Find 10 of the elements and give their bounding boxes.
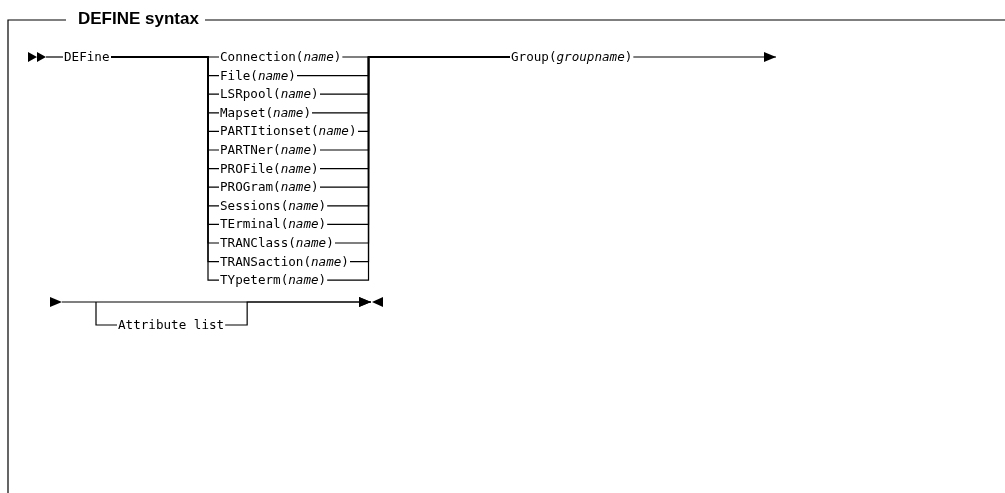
syntax-keyword: File(name) xyxy=(219,67,297,84)
syntax-keyword: TRANClass(name) xyxy=(219,235,335,251)
arrow xyxy=(632,52,777,62)
syntax-keyword: TRANSaction(name) xyxy=(219,253,350,270)
syntax-keyword: Mapset(name) xyxy=(219,104,312,121)
connector-line xyxy=(95,301,118,326)
start-line xyxy=(28,52,64,62)
syntax-keyword: LSRpool(name) xyxy=(219,86,320,103)
syntax-keyword: PARTNer(name) xyxy=(219,142,320,158)
syntax-keyword: PROFile(name) xyxy=(219,160,320,177)
